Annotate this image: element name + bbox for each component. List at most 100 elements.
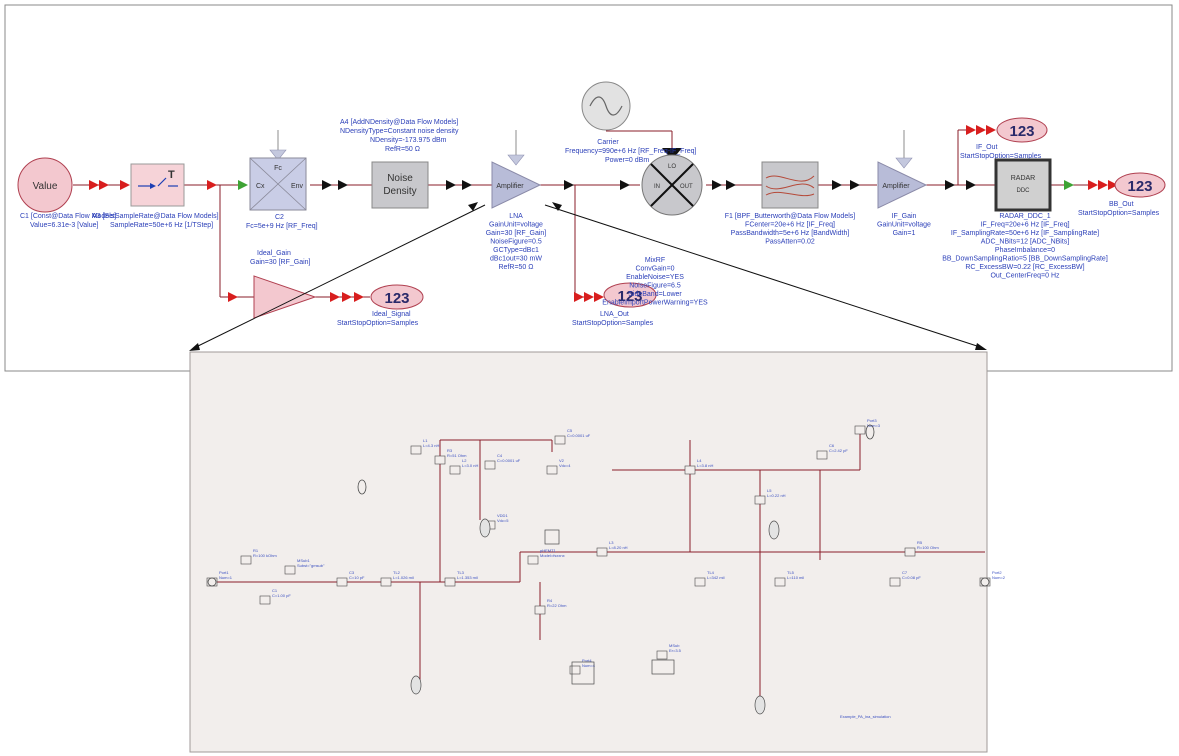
radar-line1: RADAR <box>1011 175 1036 182</box>
component-value: L=342 mil <box>707 575 725 580</box>
port-icon <box>980 577 990 587</box>
lna-out-sink-shape[interactable] <box>603 282 657 308</box>
component-r1: R1R=100 kOhm <box>240 548 277 565</box>
bb-out-sink-shape[interactable] <box>1114 172 1166 198</box>
lna-out-sink[interactable]: 123 LNA_Out StartStopOption=Samples <box>572 282 657 327</box>
component-label: MSub <box>669 643 680 648</box>
ideal-signal-sink-shape[interactable] <box>370 284 424 310</box>
arrow-black-icon <box>712 180 722 190</box>
lna-text: Amplifier <box>496 183 524 190</box>
radar-ddc-box[interactable] <box>994 158 1052 212</box>
if-out-sink-shape[interactable] <box>996 117 1048 143</box>
dc-source-icon <box>479 518 491 538</box>
top-frame <box>4 4 1173 372</box>
arrow-red-icon <box>207 180 217 190</box>
zoom-connectors <box>189 202 987 351</box>
carrier-block[interactable]: Carrier Frequency=990e+6 Hz [RF_Freq-IF_… <box>565 81 697 164</box>
component-l3: L3L=8.20 nH <box>596 540 628 557</box>
lna-param-label: RefR=50 Ω <box>499 264 534 271</box>
component-body <box>259 595 271 605</box>
lna-amplifier[interactable] <box>491 161 542 209</box>
sample-rate-block[interactable]: T A3 [SetSampleRate@Data Flow Models] Sa… <box>92 163 219 229</box>
component-r4: R4R=22 Ohm <box>534 598 567 615</box>
ideal-signal-sink[interactable]: 123 Ideal_Signal StartStopOption=Samples <box>337 284 424 327</box>
port-icon <box>865 424 875 440</box>
mixer-param-label: EnableImportPowerWarning=YES <box>602 300 708 307</box>
component-body <box>554 435 566 445</box>
component-value: Num=2 <box>992 575 1006 580</box>
lna-param-label: GainUnit=voltage <box>489 222 543 229</box>
if-out-sink[interactable]: 123 IF_Out StartStopOption=Samples <box>960 117 1048 160</box>
arrow-red-icon <box>354 292 364 302</box>
component-value: L=4.3 nH <box>423 443 439 448</box>
mixer-param-label: NoiseFigure=6.5 <box>629 283 681 290</box>
mixer-block[interactable]: LO IN OUT MixRFConvGain=0EnableNoise=YES… <box>602 154 708 307</box>
radar-param-label: PhaseImbalance=0 <box>995 247 1055 254</box>
sample-rate-box[interactable] <box>130 163 185 207</box>
ideal-gain-block[interactable]: Ideal_Gain Gain=30 [RF_Gain] <box>250 250 317 319</box>
arrow-red-icon <box>99 180 109 190</box>
component-body <box>206 577 218 587</box>
component-value: C=0.08 pF <box>902 575 921 580</box>
component-label: C5 <box>567 428 573 433</box>
component-value: Num=3 <box>867 423 881 428</box>
bpf-param-label: F1 [BPF_Butterworth@Data Flow Models] <box>725 213 855 220</box>
ideal-gain-amplifier[interactable] <box>253 275 317 319</box>
radar-ddc-block[interactable]: RADAR DDC RADAR_DDC_1IF_Freq=20e+6 Hz [I… <box>942 158 1108 280</box>
if-out-label2: StartStopOption=Samples <box>960 153 1042 160</box>
ideal-gain-label1: Ideal_Gain <box>257 250 291 257</box>
noise-label2: NDensityType=Constant noise density <box>340 128 459 135</box>
arrow-red-icon <box>342 292 352 302</box>
component-value: R=100 kOhm <box>253 553 277 558</box>
component-value: C=1.00 pF <box>272 593 291 598</box>
radar-param-label: RADAR_DDC_1 <box>999 213 1050 220</box>
arrow-red-icon <box>976 125 986 135</box>
noise-density-block[interactable]: Noise Density A4 [AddNDensity@Data Flow … <box>340 119 459 209</box>
component-label: Port1 <box>219 570 229 575</box>
value-block[interactable]: Value C1 [Const@Data Flow Models] Value=… <box>17 157 116 229</box>
if-gain-amplifier[interactable] <box>877 161 928 209</box>
arrow-red-icon <box>228 292 238 302</box>
radar-param-label: IF_Freq=20e+6 Hz [IF_Freq] <box>980 222 1069 229</box>
carrier-label1: Carrier <box>597 139 619 146</box>
arrow-red-icon <box>89 180 99 190</box>
component-label: L4 <box>697 458 702 463</box>
c2-block[interactable]: Fc Cx Env C2 Fc=5e+9 Hz [RF_Freq] <box>246 157 318 230</box>
arrow-red-icon <box>330 292 340 302</box>
bb-out-label2: StartStopOption=Samples <box>1078 210 1160 217</box>
radar-labels: RADAR_DDC_1IF_Freq=20e+6 Hz [IF_Freq]IF_… <box>942 213 1108 280</box>
noise-density-box[interactable] <box>371 161 429 209</box>
sample-rate-label2: SampleRate=50e+6 Hz [1/TStep] <box>110 222 213 229</box>
component-body <box>240 555 252 565</box>
component-label: C1 <box>272 588 278 593</box>
bpf-block[interactable]: F1 [BPF_Butterworth@Data Flow Models]FCe… <box>725 161 855 246</box>
zoom-arrow-icon <box>189 343 200 351</box>
value-block-label2: Value=6.31e-3 [Value] <box>30 222 98 229</box>
sample-rate-label1: A3 [SetSampleRate@Data Flow Models] <box>92 213 219 220</box>
radar-param-label: BB_DownSamplingRatio=5 [BB_DownSamplingR… <box>942 256 1108 263</box>
bb-out-sink[interactable]: 123 BB_Out StartStopOption=Samples <box>1078 172 1166 217</box>
carrier-label3: Power=0 dBm <box>605 157 649 164</box>
component-c3: C3C=10 pF <box>336 570 365 587</box>
component-label: R5 <box>917 540 923 545</box>
component-value: C=0.0001 uF <box>497 458 521 463</box>
arrow-black-icon <box>850 180 860 190</box>
component-value: L=1.353 mil <box>457 575 478 580</box>
component-value: Er=3.5 <box>669 648 682 653</box>
component-label: MSub1 <box>297 558 310 563</box>
if-out-sink-num: 123 <box>1009 123 1034 140</box>
mixer-lo-label: LO <box>668 164 676 170</box>
value-source-circle[interactable] <box>17 157 73 213</box>
component-body <box>434 455 446 465</box>
component-body <box>979 577 991 587</box>
